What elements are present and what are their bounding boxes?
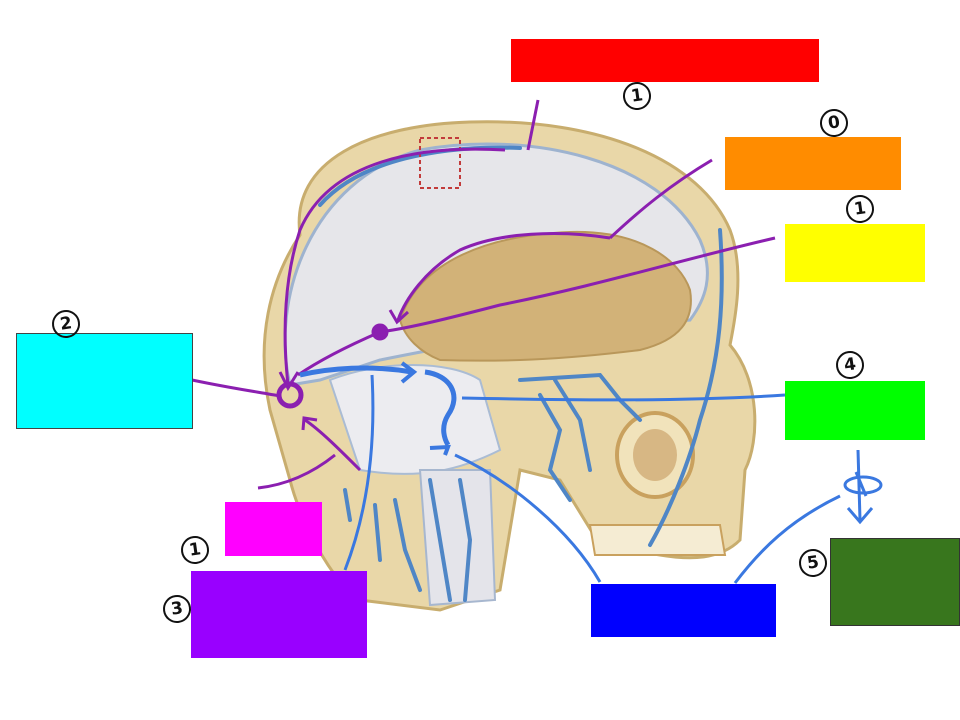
label-box-magenta[interactable] — [225, 502, 322, 556]
label-box-red[interactable] — [511, 39, 819, 82]
label-box-orange[interactable] — [725, 137, 901, 190]
label-box-dark-green[interactable] — [830, 538, 960, 626]
blue-flow-arrows — [299, 361, 883, 584]
label-box-blue[interactable] — [591, 584, 776, 637]
label-box-green[interactable] — [785, 381, 925, 440]
label-box-yellow[interactable] — [785, 224, 925, 282]
incision-marker — [419, 137, 461, 189]
teeth — [588, 524, 727, 556]
orbit-inner — [633, 429, 677, 481]
vertebral-canal — [418, 469, 497, 607]
vein-network — [318, 145, 724, 602]
tentorium — [328, 364, 502, 475]
label-box-purple[interactable] — [191, 571, 367, 658]
label-box-cyan[interactable] — [16, 333, 193, 429]
purple-flow-arrows — [191, 99, 776, 490]
